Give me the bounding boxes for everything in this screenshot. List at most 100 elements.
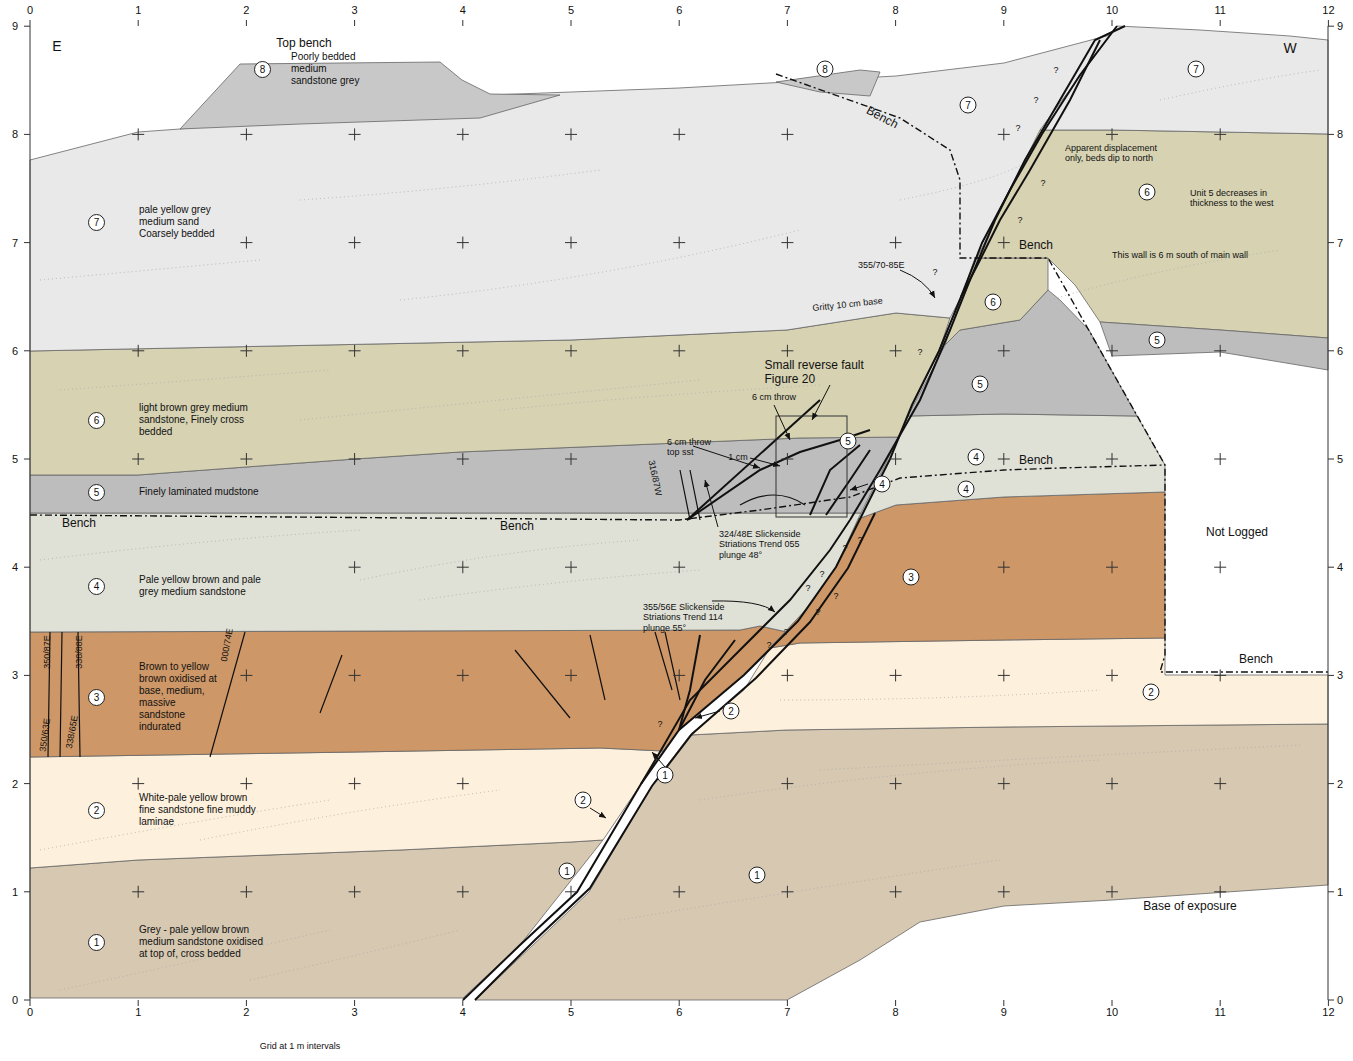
- grid-mark: [462, 778, 463, 790]
- grid-mark: [571, 886, 572, 898]
- grid-mark: [462, 1000, 463, 1006]
- detail-box: [776, 416, 847, 517]
- grid-mark: [246, 886, 247, 898]
- grid-mark: [1112, 886, 1113, 898]
- axis-number: 2: [12, 777, 18, 790]
- axis-number: 4: [460, 4, 466, 17]
- grid-mark: [24, 350, 30, 351]
- grid-mark: [1003, 128, 1004, 140]
- uncertainty-mark: ?: [1053, 65, 1058, 75]
- axis-number: 10: [1106, 4, 1118, 17]
- grid-mark: [895, 778, 896, 790]
- grid-mark: [246, 669, 247, 681]
- callout-number: 5: [972, 376, 989, 393]
- slickenside-note: 324/48E Slickenside Striations Trend 055…: [719, 529, 814, 560]
- uncertainty-mark: ?: [833, 591, 838, 601]
- bench-label: Top bench: [276, 37, 331, 51]
- grid-mark: [1112, 669, 1113, 681]
- unit-number: 6: [88, 412, 105, 429]
- axis-number: 9: [1337, 20, 1343, 33]
- grid-mark: [462, 453, 463, 465]
- uncertainty-mark: ?: [657, 719, 662, 729]
- grid-mark: [1328, 20, 1329, 26]
- note: This wall is 6 m south of main wall: [1112, 250, 1248, 260]
- callout-number: 1: [657, 767, 674, 784]
- stratum-unit: 3 Brown to yellow brown oxidised at base,…: [88, 661, 219, 733]
- grid-mark: [571, 453, 572, 465]
- grid-mark: [1328, 350, 1334, 351]
- unit-number: 8: [254, 61, 271, 78]
- grid-mark: [895, 669, 896, 681]
- grid-mark: [1328, 567, 1334, 568]
- grid-mark: [1220, 778, 1221, 790]
- grid-mark: [1220, 1000, 1221, 1006]
- note: Not Logged: [1206, 526, 1268, 540]
- bench-label: Bench: [864, 104, 901, 132]
- callout-number: 4: [958, 481, 975, 498]
- grid-mark: [1328, 891, 1334, 892]
- stratum-unit: 1Grey - pale yellow brown medium sandsto…: [88, 924, 269, 960]
- grid-mark: [30, 20, 31, 26]
- grid-mark: [895, 237, 896, 249]
- grid-mark: [895, 20, 896, 26]
- axis-number: 4: [12, 561, 18, 574]
- grid-mark: [787, 778, 788, 790]
- stratum-unit: 7pale yellow grey medium sand Coarsely b…: [88, 204, 234, 240]
- uncertainty-mark: ?: [1017, 215, 1022, 225]
- grid-mark: [354, 886, 355, 898]
- grid-mark: [1003, 453, 1004, 465]
- orientation-label: 338/65E: [64, 715, 80, 750]
- unit-number: 3: [88, 689, 105, 706]
- leader-lines: [590, 270, 935, 818]
- grid-mark: [787, 128, 788, 140]
- grid-mark: [138, 778, 139, 790]
- grid-mark: [138, 128, 139, 140]
- unit-description: light brown grey medium sandstone, Finel…: [139, 402, 249, 438]
- axis-number: 7: [12, 236, 18, 249]
- axis-number: 5: [568, 4, 574, 17]
- grid-mark: [246, 128, 247, 140]
- axis-number: 3: [352, 1006, 358, 1019]
- axis-number: 9: [1001, 1006, 1007, 1019]
- uncertainty-mark: ?: [917, 347, 922, 357]
- callout-number: 4: [968, 449, 985, 466]
- axis-number: 7: [784, 1006, 790, 1019]
- throw-label: 1 cm: [728, 452, 748, 462]
- grid-mark: [1220, 345, 1221, 357]
- grid-mark: [24, 459, 30, 460]
- grid-mark: [1328, 134, 1334, 135]
- callout-number: 1: [749, 867, 766, 884]
- unit-number: 5: [88, 484, 105, 501]
- grid-mark: [571, 128, 572, 140]
- unit-description: Brown to yellow brown oxidised at base, …: [139, 661, 219, 733]
- callout-number: 5: [1149, 332, 1166, 349]
- uncertainty-mark: ?: [1033, 95, 1038, 105]
- axis-number: 5: [12, 453, 18, 466]
- axis-number: 1: [12, 885, 18, 898]
- fault-zone: [463, 26, 1125, 1000]
- slickenside-note: 355/56E Slickenside Striations Trend 114…: [643, 602, 738, 633]
- grid-mark: [1328, 1000, 1334, 1001]
- axis-number: 1: [1337, 885, 1343, 898]
- grid-mark: [24, 26, 30, 27]
- callout-number: 7: [1188, 61, 1205, 78]
- grid-mark: [1112, 20, 1113, 26]
- axis-number: 0: [1337, 994, 1343, 1007]
- grid-mark: [679, 237, 680, 249]
- axis-number: 8: [893, 1006, 899, 1019]
- grid-mark: [462, 561, 463, 573]
- grid-mark: [462, 669, 463, 681]
- grid-mark: [1003, 669, 1004, 681]
- axis-number: 9: [1001, 4, 1007, 17]
- bench-label: Bench: [1019, 454, 1053, 468]
- grid-crosses: [132, 128, 1226, 897]
- grid-mark: [1112, 128, 1113, 140]
- grid-mark: [462, 886, 463, 898]
- unit-description: White-pale yellow brown fine sandstone f…: [139, 792, 259, 828]
- grid-mark: [246, 1000, 247, 1006]
- grid-mark: [679, 669, 680, 681]
- grid-mark: [787, 669, 788, 681]
- grid-mark: [462, 20, 463, 26]
- bench-label: Bench: [1019, 239, 1053, 253]
- grid-mark: [895, 886, 896, 898]
